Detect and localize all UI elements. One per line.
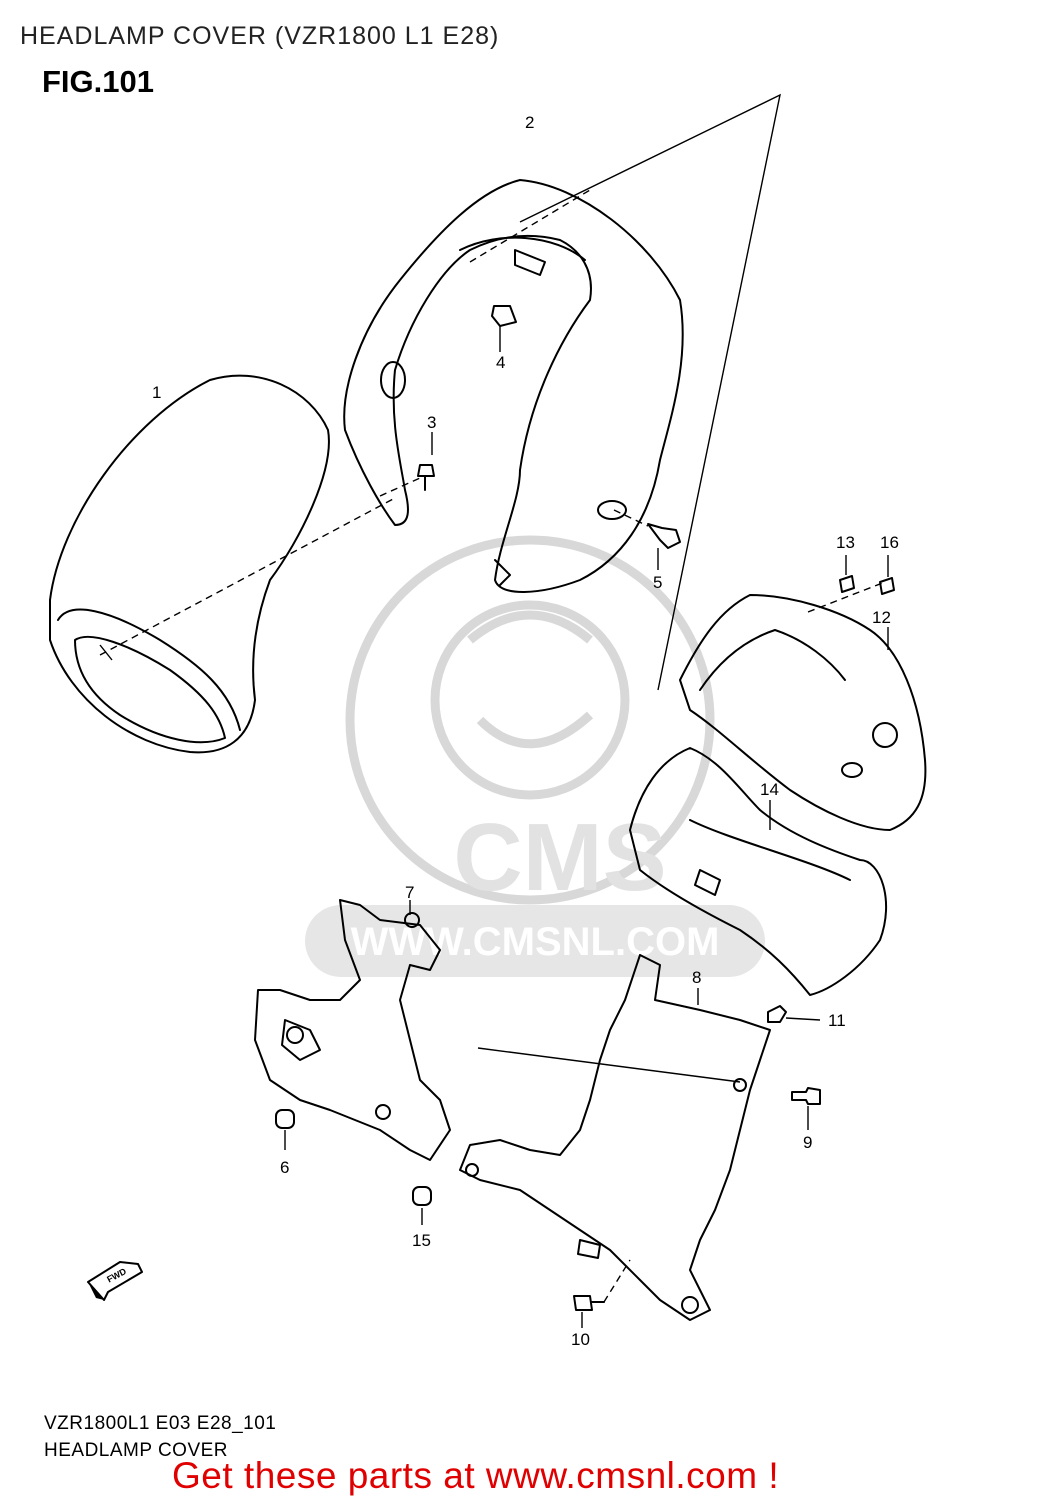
part-14-lower-cover xyxy=(629,747,888,996)
watermark-logo-text: CMS xyxy=(453,804,666,911)
callout-5: 5 xyxy=(653,573,662,592)
watermark: CMS WWW.CMSNL.COM xyxy=(305,535,765,977)
part-5-bolt xyxy=(647,523,681,549)
watermark-url: WWW.CMSNL.COM xyxy=(351,920,720,964)
part-13-grommet xyxy=(839,575,855,593)
figure-label: FIG.101 xyxy=(42,64,154,99)
callout-16: 16 xyxy=(880,533,899,552)
callout-3: 3 xyxy=(427,413,436,432)
part-12-inner-panel xyxy=(679,594,927,831)
buy-parts-link[interactable]: Get these parts at www.cmsnl.com ! xyxy=(172,1455,780,1496)
callout-11: 11 xyxy=(828,1011,846,1030)
part-9-bolt xyxy=(791,1087,821,1105)
part-2-outer-cover xyxy=(343,179,684,593)
part-8-right-bracket xyxy=(459,954,771,1321)
part-10-bolt xyxy=(573,1295,605,1311)
part-6-grommet xyxy=(275,1109,295,1129)
part-3-screw xyxy=(417,464,435,491)
part-1-headlamp-housing xyxy=(49,374,330,754)
callout-15: 15 xyxy=(412,1231,431,1250)
callout-6: 6 xyxy=(280,1158,289,1177)
part-7-left-bracket xyxy=(254,899,451,1161)
diagram-reference-code: VZR1800L1 E03 E28_101 xyxy=(44,1413,277,1434)
part-16-nut xyxy=(879,577,895,595)
callout-8: 8 xyxy=(692,968,701,987)
forward-direction-arrow: FWD xyxy=(87,1261,143,1301)
callout-13: 13 xyxy=(836,533,855,552)
part-4-clip xyxy=(491,305,517,327)
part-11-pin xyxy=(767,1005,787,1023)
watermark-logo-ring xyxy=(345,535,715,905)
diagram-title: HEADLAMP COVER (VZR1800 L1 E28) xyxy=(20,22,500,50)
reference-guide-lines xyxy=(519,93,781,691)
callout-7: 7 xyxy=(405,883,414,902)
part-15-grommet xyxy=(412,1186,432,1206)
callout-1: 1 xyxy=(152,383,161,402)
diagram-name: HEADLAMP COVER xyxy=(44,1440,229,1461)
callout-9: 9 xyxy=(803,1133,812,1152)
callout-14: 14 xyxy=(760,780,779,799)
callout-2: 2 xyxy=(525,113,534,132)
callout-12: 12 xyxy=(872,608,891,627)
callout-4: 4 xyxy=(496,353,505,372)
callout-10: 10 xyxy=(571,1330,590,1349)
